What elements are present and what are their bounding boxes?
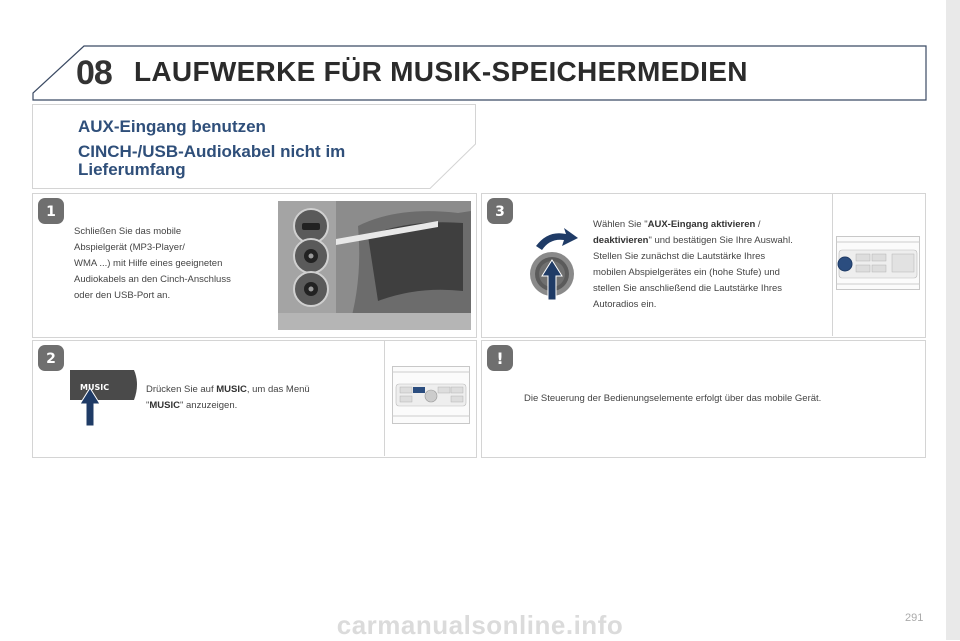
- chapter-header-frame: [32, 45, 927, 101]
- step-1-line-4: Audiokabels an den Cinch-Anschluss: [74, 274, 231, 285]
- step-3-text: Wählen Sie "AUX-Eingang aktivieren / dea…: [593, 217, 829, 313]
- step-3-line-5: stellen Sie anschließend die Lautstärke …: [593, 283, 783, 294]
- step-2-divider: [384, 341, 385, 456]
- step-3-line-2-bold: deaktivieren: [593, 235, 649, 246]
- radio-knob-thumbnail: [836, 236, 920, 290]
- note-symbol: !: [496, 349, 503, 368]
- step-3-divider: [832, 194, 833, 336]
- page-edge-strip: [946, 0, 960, 640]
- note-panel: [481, 340, 926, 458]
- step-1-number: 1: [46, 204, 56, 220]
- step-2-bold-music: MUSIC: [216, 384, 247, 395]
- step-2-number: 2: [46, 351, 56, 367]
- radio-panel-thumbnail: [392, 366, 470, 424]
- music-key-label: MUSIC: [80, 383, 109, 392]
- step-3-line-6: Autoradios ein.: [593, 299, 657, 310]
- step-1-line-2: Abspielgerät (MP3-Player/: [74, 242, 185, 253]
- step-2-text: Drücken Sie auf MUSIC, um das Menü "MUSI…: [146, 382, 376, 414]
- step-3-line-4: mobilen Abspielgerätes ein (hohe Stufe) …: [593, 267, 780, 278]
- step-1-line-3: WMA ...) mit Hilfe eines geeigneten: [74, 258, 223, 269]
- aux-socket-photo: [278, 201, 471, 330]
- page-number: 291: [905, 612, 924, 624]
- step-2-badge: 2: [38, 345, 64, 371]
- section-subtitle-line-2: Lieferumfang: [78, 160, 186, 179]
- step-2-text-post: " anzuzeigen.: [180, 400, 238, 411]
- step-2-bold-music-2: MUSIC: [149, 400, 180, 411]
- step-3-badge: 3: [487, 198, 513, 224]
- step-1-line-5: oder den USB-Port an.: [74, 290, 171, 301]
- music-key-illustration: MUSIC: [70, 370, 137, 427]
- step-2-text-mid: , um das Menü: [246, 384, 310, 395]
- step-3-line-2-post: " und bestätigen Sie Ihre Auswahl.: [648, 235, 793, 246]
- step-3-line-1-post: /: [755, 219, 761, 230]
- note-text: Die Steuerung der Bedienungselemente erf…: [524, 393, 822, 404]
- warning-icon: !: [487, 345, 513, 371]
- watermark: carmanualsonline.info: [336, 610, 624, 640]
- chapter-title: LAUFWERKE FÜR MUSIK-SPEICHERMEDIEN: [134, 56, 748, 87]
- step-1-text: Schließen Sie das mobile Abspielgerät (M…: [74, 224, 274, 304]
- step-3-line-1-pre: Wählen Sie ": [593, 219, 648, 230]
- step-3-number: 3: [495, 204, 505, 220]
- section-title: AUX-Eingang benutzen: [78, 117, 266, 136]
- knob-rotate-press-icon: [530, 228, 578, 301]
- step-3-line-3: Stellen Sie zunächst die Lautstärke Ihre…: [593, 251, 766, 262]
- section-subtitle-line-1: CINCH-/USB-Audiokabel nicht im: [78, 142, 346, 161]
- step-3-line-1-bold: AUX-Eingang aktivieren: [647, 219, 756, 230]
- chapter-number: 08: [76, 54, 113, 92]
- step-1-line-1: Schließen Sie das mobile: [74, 226, 182, 237]
- step-2-text-pre: Drücken Sie auf: [146, 384, 217, 395]
- step-2-quote: ": [146, 400, 150, 411]
- step-1-badge: 1: [38, 198, 64, 224]
- section-title-frame: [32, 104, 476, 189]
